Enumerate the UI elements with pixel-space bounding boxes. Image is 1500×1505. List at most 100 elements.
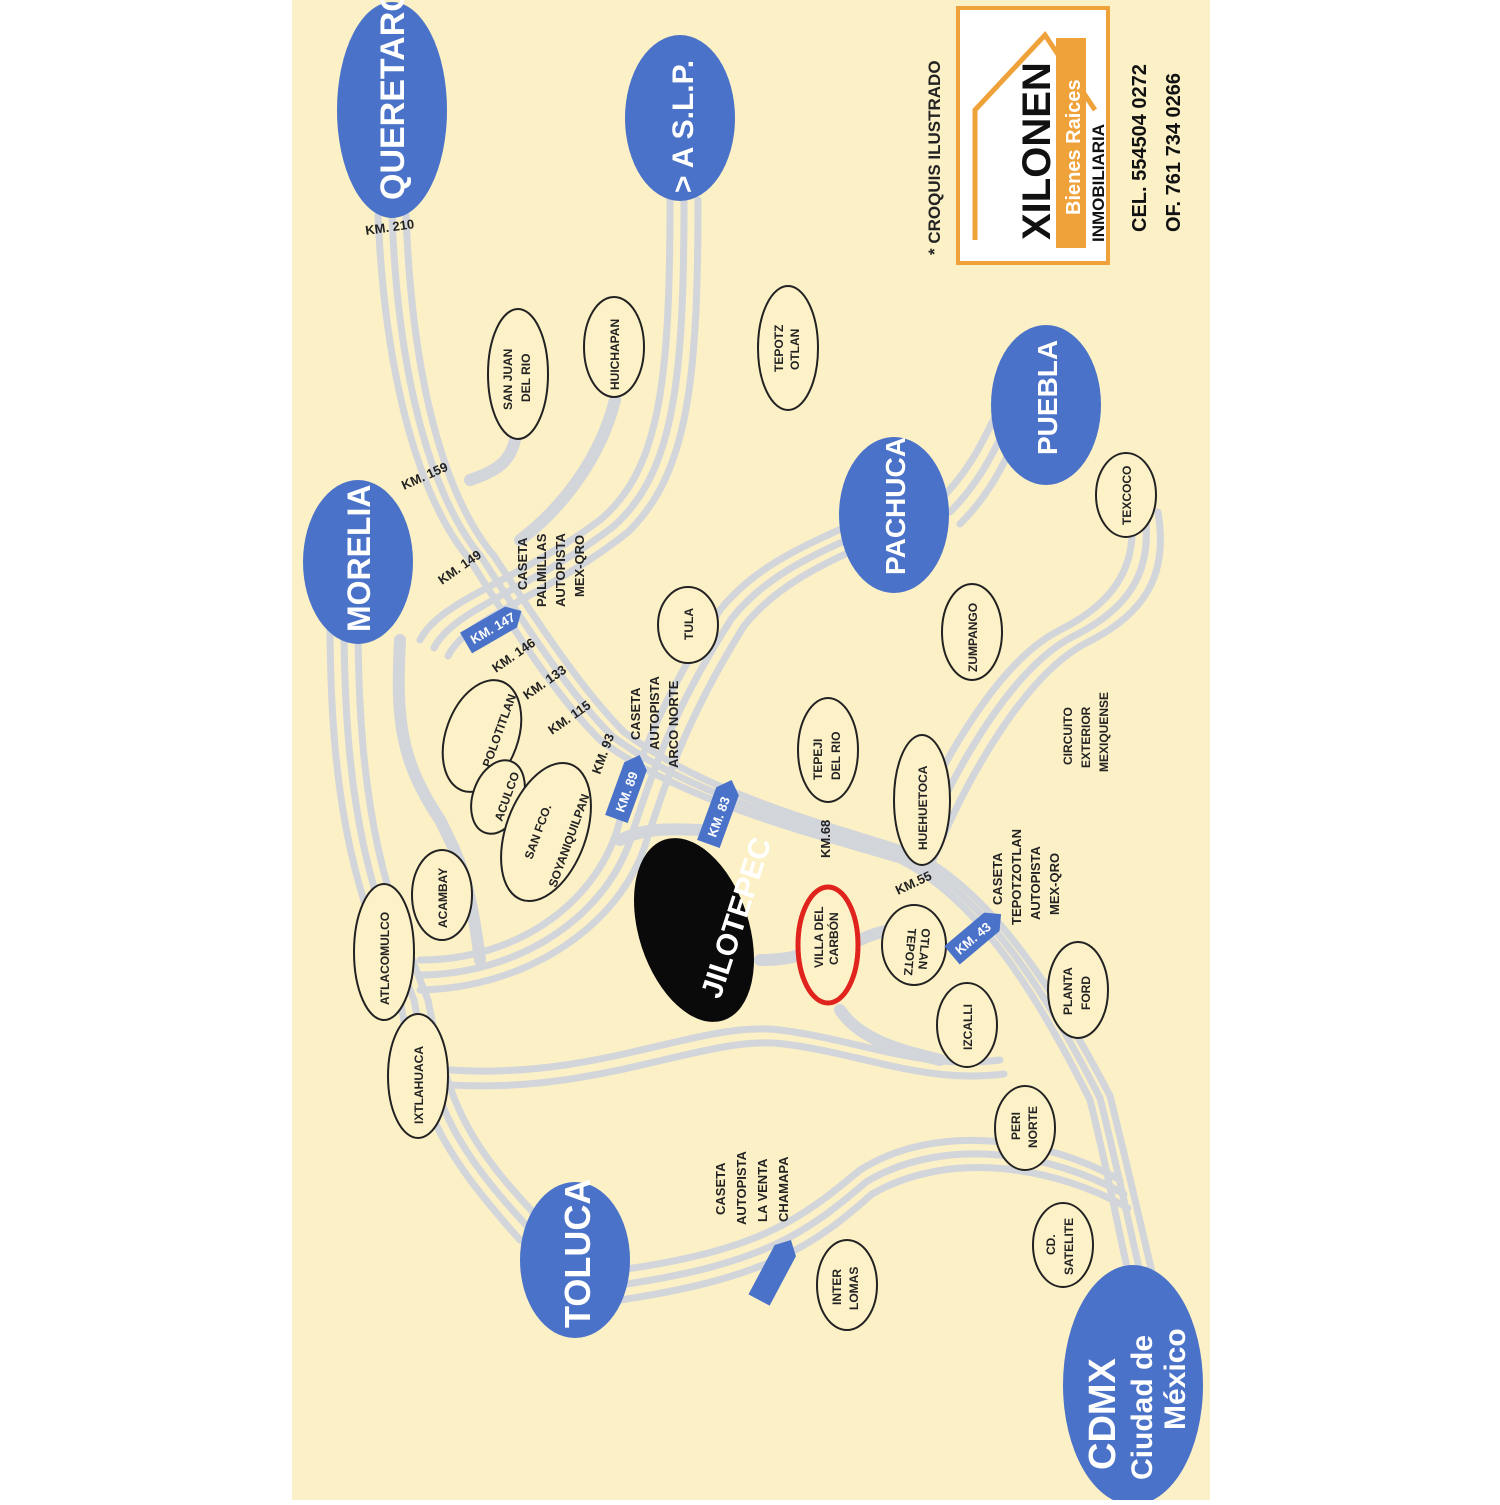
- city-puebla[interactable]: PUEBLA: [991, 325, 1101, 485]
- cell-phone: CEL. 554504 0272: [1129, 64, 1151, 232]
- svg-text:CHAMAPA: CHAMAPA: [776, 1156, 791, 1222]
- svg-text:México: México: [1159, 1328, 1192, 1430]
- brand-block: * CROQUIS ILUSTRADO XILONEN Bienes Raice…: [925, 6, 1185, 265]
- city-toluca[interactable]: TOLUCA: [520, 1179, 630, 1338]
- brand-name: XILONEN: [1015, 62, 1059, 240]
- major-cities: QUERETARO > A S.L.P. MORELIA PACHUCA PUE…: [303, 0, 1203, 1505]
- town-acambay[interactable]: ACAMBAY: [411, 849, 473, 941]
- town-planta-ford[interactable]: PLANTA FORD: [1047, 941, 1109, 1039]
- svg-text:AUTOPISTA: AUTOPISTA: [1028, 845, 1043, 920]
- city-pachuca[interactable]: PACHUCA: [839, 437, 949, 593]
- city-queretaro[interactable]: QUERETARO: [337, 0, 447, 218]
- svg-text:VILLA DEL: VILLA DEL: [812, 906, 826, 968]
- svg-text:TEXCOCO: TEXCOCO: [1120, 466, 1134, 525]
- svg-text:CARBÓN: CARBÓN: [826, 912, 841, 965]
- brand-tagline-band: [1056, 38, 1086, 248]
- city-slp[interactable]: > A S.L.P.: [625, 35, 735, 201]
- svg-text:TEPOTZ: TEPOTZ: [901, 928, 919, 976]
- town-huehuetoca[interactable]: HUEHUETOCA: [893, 734, 951, 866]
- svg-text:OTLAN: OTLAN: [788, 329, 802, 370]
- svg-text:ACAMBAY: ACAMBAY: [436, 868, 450, 928]
- svg-text:Ciudad de: Ciudad de: [1126, 1335, 1159, 1480]
- svg-text:DEL RIO: DEL RIO: [829, 732, 843, 780]
- svg-text:EXTERIOR: EXTERIOR: [1079, 706, 1093, 768]
- town-san-juan-del-rio[interactable]: SAN JUAN DEL RIO: [487, 308, 549, 440]
- svg-text:HUICHAPAN: HUICHAPAN: [608, 319, 622, 390]
- svg-text:ARCO NORTE: ARCO NORTE: [666, 680, 681, 768]
- svg-text:TULA: TULA: [682, 608, 696, 640]
- town-tepotzotlan-south[interactable]: TEPOTZ OTLAN: [881, 904, 947, 986]
- svg-text:PALMILLAS: PALMILLAS: [534, 533, 549, 607]
- toll-arco-norte: CASETA AUTOPISTA ARCO NORTE: [628, 675, 681, 768]
- svg-text:CASETA: CASETA: [515, 537, 530, 590]
- svg-text:ATLACOMULCO: ATLACOMULCO: [378, 912, 392, 1005]
- office-phone: OF. 761 734 0266: [1163, 73, 1185, 232]
- svg-text:NORTE: NORTE: [1026, 1106, 1040, 1148]
- km-68: KM.68: [818, 820, 833, 858]
- svg-text:MEXIQUENSE: MEXIQUENSE: [1097, 692, 1111, 772]
- town-atlacomulco[interactable]: ATLACOMULCO: [353, 883, 415, 1021]
- badge-chamapa[interactable]: [748, 1234, 801, 1306]
- town-texcoco[interactable]: TEXCOCO: [1095, 452, 1157, 538]
- town-tepotzotlan-north[interactable]: TEPOTZ OTLAN: [757, 285, 819, 411]
- svg-text:CD.: CD.: [1044, 1234, 1058, 1255]
- svg-text:AUTOPISTA: AUTOPISTA: [734, 1150, 749, 1225]
- svg-text:DEL RIO: DEL RIO: [519, 354, 533, 402]
- towns: SAN JUAN DEL RIO HUICHAPAN TEPOTZ OTLAN …: [353, 285, 1157, 1331]
- toll-tepotzotlan: CASETA TEPOTZOTLAN AUTOPISTA MEX-QRO: [990, 829, 1062, 925]
- svg-text:> A S.L.P.: > A S.L.P.: [667, 60, 700, 193]
- city-morelia[interactable]: MORELIA: [303, 480, 413, 644]
- svg-text:CDMX: CDMX: [1082, 1357, 1124, 1470]
- svg-text:TEPOTZ: TEPOTZ: [772, 325, 786, 372]
- svg-text:FORD: FORD: [1079, 976, 1093, 1010]
- svg-text:LOMAS: LOMAS: [847, 1267, 861, 1310]
- circuito-exterior-label: CIRCUITO EXTERIOR MEXIQUENSE: [1061, 692, 1111, 772]
- svg-text:CIRCUITO: CIRCUITO: [1061, 707, 1075, 765]
- svg-text:PUEBLA: PUEBLA: [1032, 340, 1063, 455]
- town-san-fco-soyaniquilpan[interactable]: SAN FCO. SOYANIQUILPAN: [484, 751, 608, 914]
- svg-text:PERI: PERI: [1009, 1112, 1023, 1140]
- svg-text:PACHUCA: PACHUCA: [880, 437, 911, 575]
- svg-text:MEX-QRO: MEX-QRO: [572, 535, 587, 597]
- svg-text:TEPEJI: TEPEJI: [811, 739, 825, 780]
- svg-text:CASETA: CASETA: [713, 1162, 728, 1215]
- svg-text:CASETA: CASETA: [990, 852, 1005, 905]
- svg-text:AUTOPISTA: AUTOPISTA: [553, 532, 568, 607]
- town-peri-norte[interactable]: PERI NORTE: [994, 1085, 1056, 1171]
- brand-tagline: Bienes Raices: [1063, 79, 1085, 215]
- town-interlomas[interactable]: INTER LOMAS: [816, 1239, 878, 1331]
- svg-text:HUEHUETOCA: HUEHUETOCA: [916, 765, 930, 850]
- town-tepeji-del-rio[interactable]: TEPEJI DEL RIO: [797, 697, 859, 803]
- brand-sub: INMOBILIARIA: [1089, 124, 1108, 242]
- svg-text:TOLUCA: TOLUCA: [557, 1179, 598, 1328]
- svg-text:AUTOPISTA: AUTOPISTA: [647, 675, 662, 750]
- svg-text:PLANTA: PLANTA: [1061, 967, 1075, 1015]
- svg-text:QUERETARO: QUERETARO: [374, 0, 412, 200]
- toll-labels: CASETA PALMILLAS AUTOPISTA MEX-QRO CASET…: [515, 532, 1062, 1225]
- svg-text:IXTLAHUACA: IXTLAHUACA: [412, 1046, 426, 1124]
- svg-text:OTLAN: OTLAN: [915, 928, 933, 970]
- toll-chamapa: CASETA AUTOPISTA LA VENTA CHAMAPA: [713, 1150, 791, 1225]
- svg-text:MEX-QRO: MEX-QRO: [1047, 853, 1062, 915]
- town-tula[interactable]: TULA: [657, 586, 719, 664]
- town-ixtlahuaca[interactable]: IXTLAHUACA: [387, 1013, 449, 1139]
- town-cd-satelite[interactable]: CD. SATELITE: [1032, 1202, 1094, 1288]
- town-izcalli[interactable]: IZCALLI: [936, 982, 998, 1068]
- svg-text:MORELIA: MORELIA: [341, 484, 377, 632]
- town-villa-del-carbon[interactable]: VILLA DEL CARBÓN: [795, 884, 861, 1006]
- svg-text:LA VENTA: LA VENTA: [755, 1158, 770, 1222]
- km-210: KM. 210: [364, 216, 415, 238]
- town-zumpango[interactable]: ZUMPANGO: [941, 583, 1003, 681]
- croquis-note: * CROQUIS ILUSTRADO: [925, 60, 944, 255]
- svg-text:CASETA: CASETA: [628, 687, 643, 740]
- svg-text:SAN JUAN: SAN JUAN: [501, 349, 515, 410]
- svg-text:SATELITE: SATELITE: [1062, 1218, 1076, 1275]
- svg-text:TEPOTZOTLAN: TEPOTZOTLAN: [1009, 829, 1024, 925]
- toll-palmillas: CASETA PALMILLAS AUTOPISTA MEX-QRO: [515, 532, 587, 607]
- town-huichapan[interactable]: HUICHAPAN: [583, 296, 645, 398]
- svg-text:IZCALLI: IZCALLI: [961, 1004, 975, 1050]
- city-cdmx[interactable]: CDMX Ciudad de México: [1063, 1265, 1203, 1505]
- svg-text:INTER: INTER: [830, 1269, 844, 1305]
